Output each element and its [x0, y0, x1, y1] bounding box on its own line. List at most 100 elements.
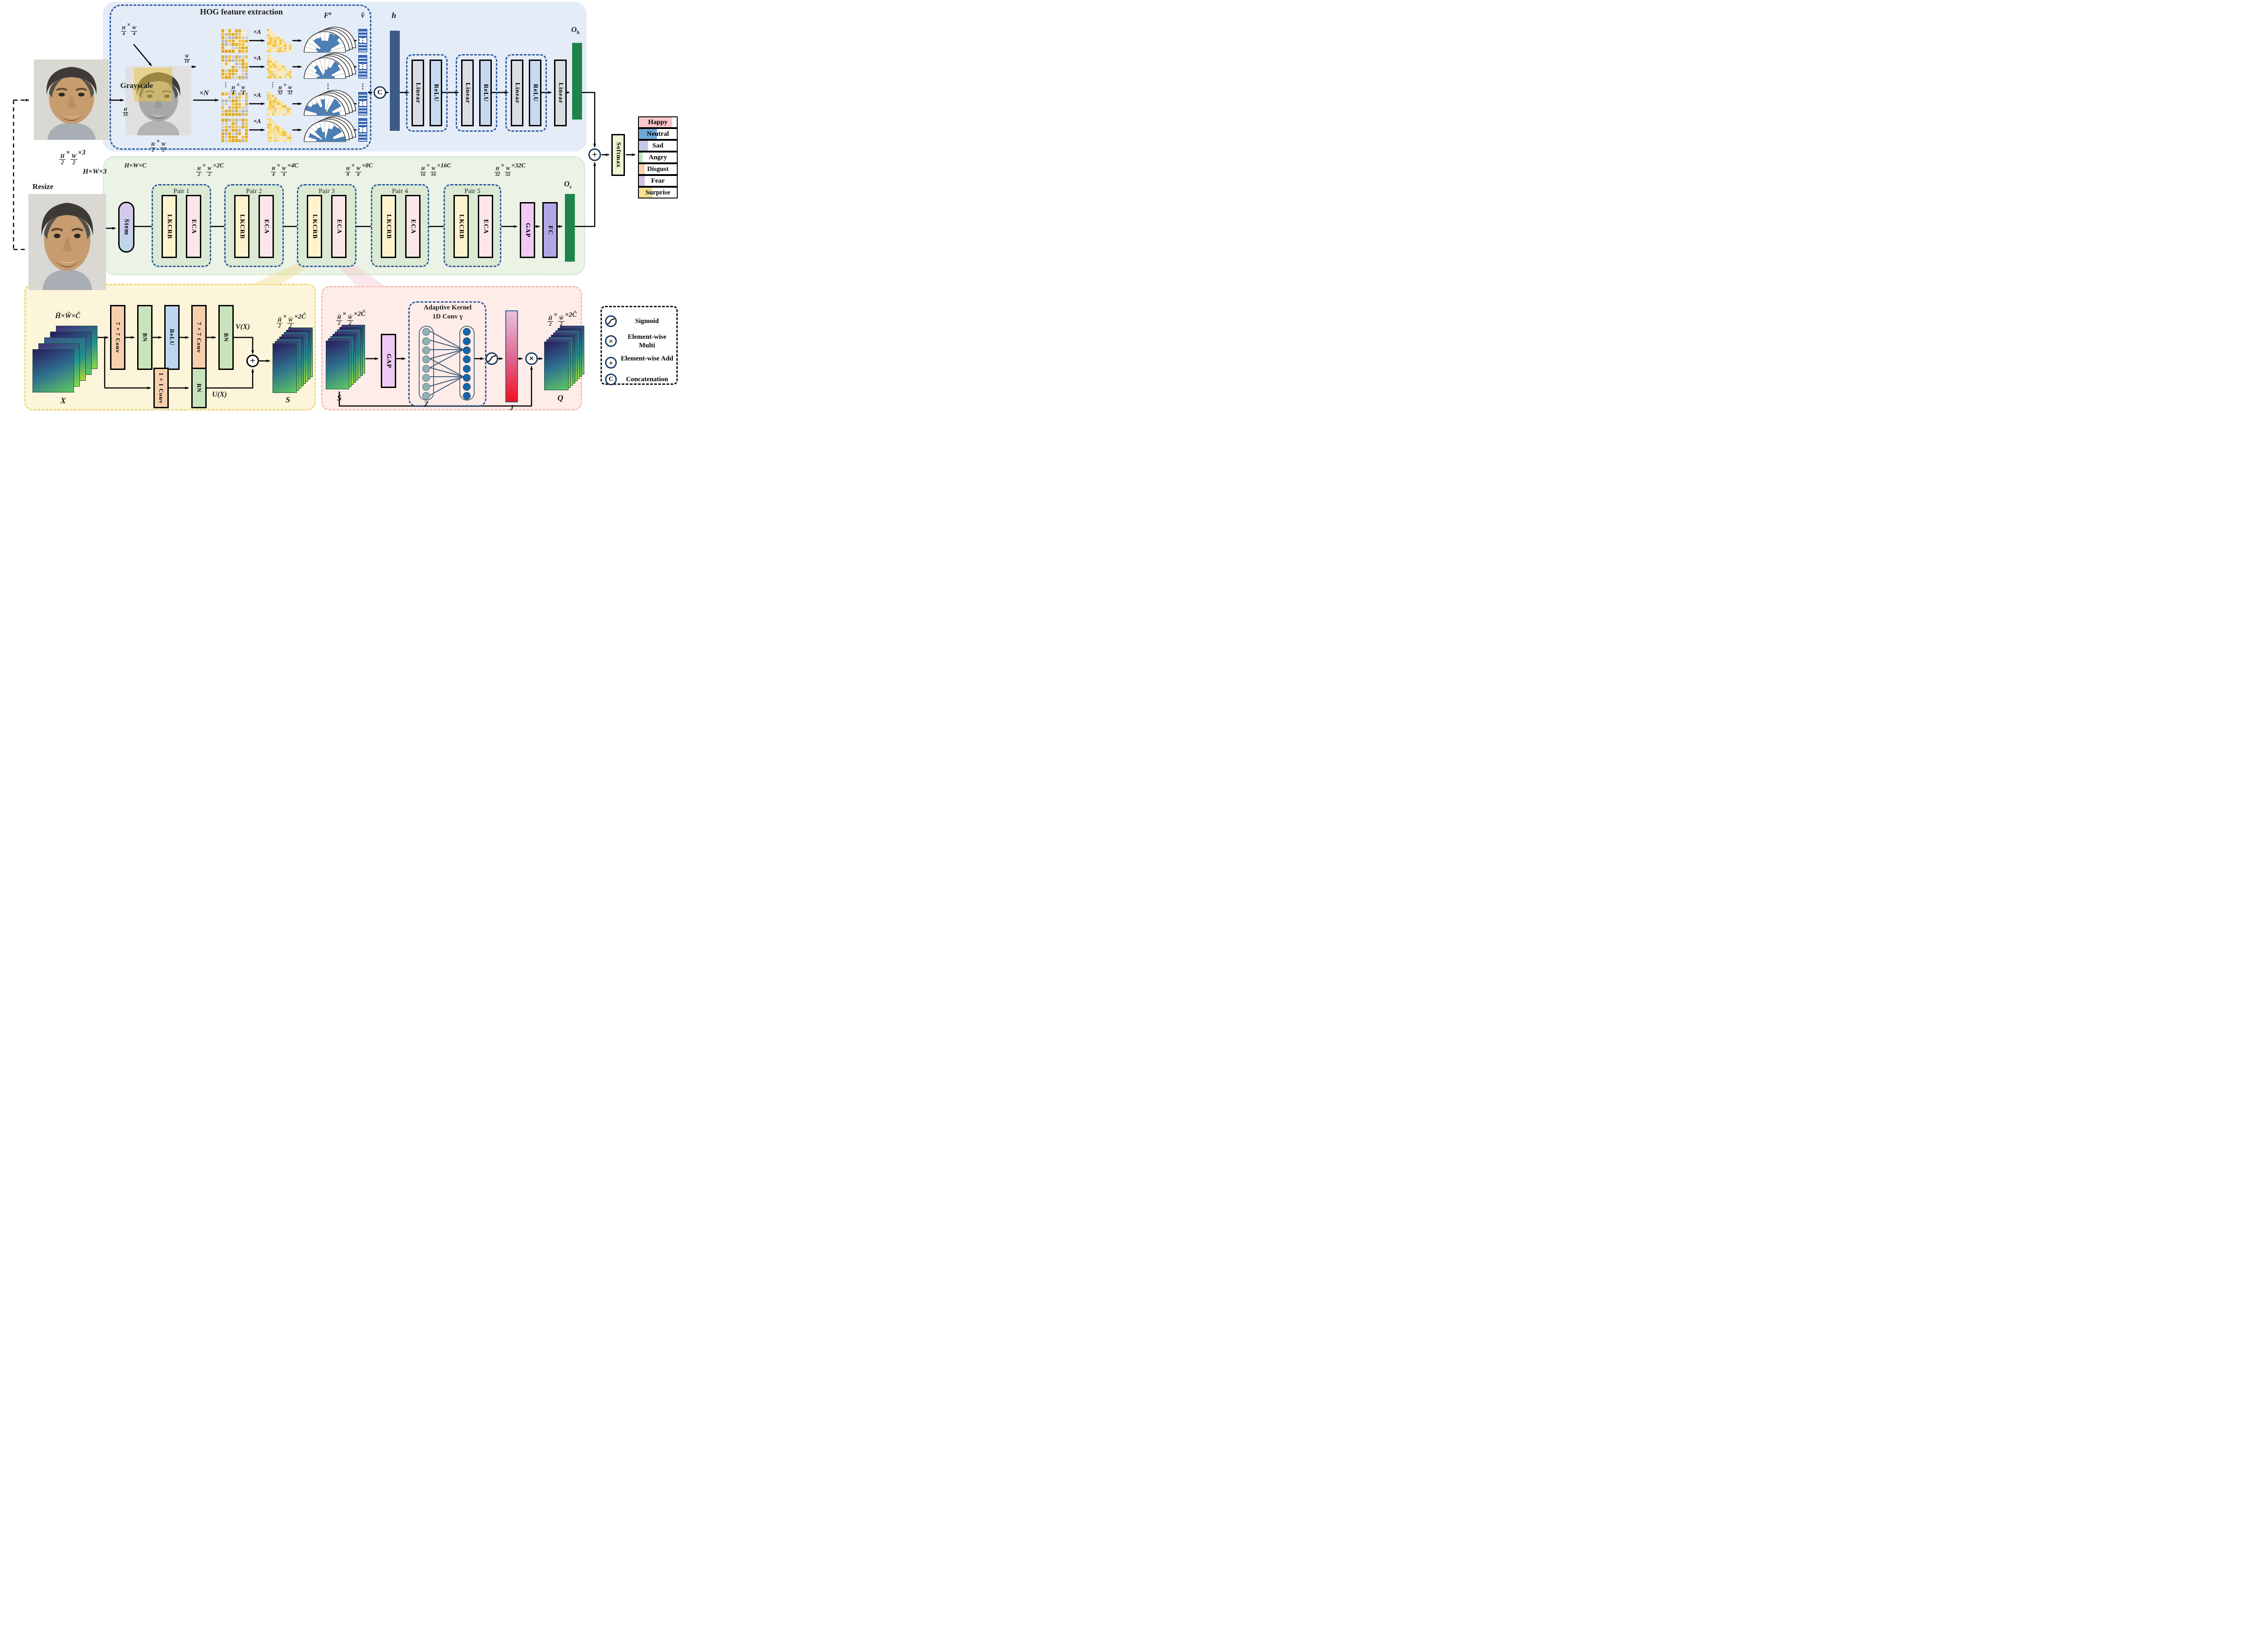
gap-block: GAP: [381, 334, 396, 388]
legend-item-multiply: Element-wise Multi: [628, 333, 666, 349]
lkcrb-in-dim: Ĥ×Ŵ×Ĉ: [55, 312, 80, 320]
gap-block: GAP: [520, 202, 535, 258]
feature-vector-segment: ⋮: [358, 92, 367, 115]
j-label: J: [509, 403, 514, 412]
h-feature-bar: [390, 31, 400, 131]
feature-vector-segment: ⋮: [358, 118, 367, 142]
linear-block: Linear: [411, 60, 424, 126]
linear-block: Linear: [461, 60, 474, 126]
oh-output-bar: [572, 43, 582, 120]
class-row: Disgust: [638, 163, 678, 175]
relu-block: ReLU: [479, 60, 492, 126]
class-probability-fill: [639, 152, 643, 162]
xa-label: ×A: [253, 55, 261, 62]
fa-label: Fa: [324, 11, 332, 20]
class-row: Angry: [638, 152, 678, 163]
oh-label: Oh: [571, 25, 580, 36]
hog-patch-overlay: [134, 68, 172, 102]
z-neuron-column: [419, 326, 434, 401]
q-label: Q: [557, 393, 564, 402]
fc-block: FC: [542, 202, 558, 258]
class-probability-fill: [639, 117, 672, 127]
legend-item-concat: Concatenation: [626, 376, 668, 383]
x-feature-stack: [32, 326, 98, 393]
pair-title: Pair 1: [173, 188, 190, 195]
pair-title: Pair 2: [246, 188, 262, 195]
legend-item-sigmoid: Sigmoid: [635, 318, 659, 325]
orientation-histogram: [303, 90, 356, 116]
cell-grid: [221, 55, 248, 79]
conv7-block: 7×7 Conv: [110, 305, 125, 370]
j-attention-bar: [505, 310, 518, 402]
input-face-image: [34, 60, 109, 140]
class-row: Neutral: [638, 128, 678, 140]
resize-label: Resize: [32, 182, 54, 191]
class-row: Happy: [638, 116, 678, 128]
cell-grid: [221, 29, 248, 53]
vhat-label: v̂: [361, 11, 365, 19]
class-probability-fill: [639, 129, 657, 139]
bn-block: BN: [218, 305, 234, 370]
stem-block: Stem: [118, 202, 134, 253]
class-row: Sad: [638, 140, 678, 152]
relu-block: ReLU: [430, 60, 442, 126]
conv-neuron-column: [459, 326, 475, 401]
mlp-pair-box: [456, 54, 497, 132]
xa-label: ×A: [253, 118, 261, 125]
eca-block: ECA: [259, 195, 274, 258]
eca-block: ECA: [405, 195, 421, 258]
feature-vector-segment: ⋮: [358, 29, 367, 52]
pair-title: Pair 5: [464, 188, 481, 195]
sigmoid-icon: [485, 352, 498, 365]
multiply-icon: ×: [605, 335, 617, 347]
eca-block: ECA: [331, 195, 347, 258]
relu-block: ReLU: [164, 305, 180, 370]
z-label: Z: [424, 400, 429, 408]
s-label: S: [285, 395, 290, 404]
orientation-histogram: [303, 27, 356, 53]
bn-block: BN: [137, 305, 153, 370]
lkcrb-block: LKCRB: [162, 195, 177, 258]
adaptive-kernel-title-2: 1D Conv γ: [432, 313, 463, 320]
class-probability-fill: [639, 188, 653, 198]
vseg-dots: ⋮: [359, 83, 366, 90]
lkcrb-block: LKCRB: [307, 195, 322, 258]
hog-title: HOG feature extraction: [200, 7, 283, 16]
input-full-dim-label: H×W×3: [83, 168, 107, 175]
resized-face-image: [28, 194, 106, 290]
eca-block: ECA: [186, 195, 201, 258]
lkcrb-block: LKCRB: [234, 195, 250, 258]
pair-title: Pair 4: [392, 188, 408, 195]
legend-item-add: Element-wise Add: [620, 355, 674, 362]
cell-grid: [221, 92, 248, 116]
lkcrb-block: LKCRB: [381, 195, 396, 258]
conv1-block: 1×1 Conv: [153, 368, 169, 408]
conv7-block: 7×7 Conv: [191, 305, 207, 370]
s-label: S: [337, 393, 342, 402]
os-label: Os: [564, 180, 572, 190]
orientation-histogram: [303, 53, 356, 79]
feature-vector-segment: ⋮: [358, 55, 367, 78]
final-linear-block: Linear: [554, 60, 567, 126]
add-icon: +: [588, 148, 601, 161]
block-mosaic: [267, 29, 291, 52]
adaptive-kernel-title-1: Adaptive Kernel: [423, 304, 472, 311]
concat-icon: C: [374, 86, 386, 99]
ux-label: U(X): [212, 391, 227, 398]
mlp-pair-box: [406, 54, 448, 132]
grayscale-label: Grayscale: [120, 81, 153, 90]
orientation-histogram: [303, 116, 356, 143]
block-mosaic: [267, 118, 291, 142]
